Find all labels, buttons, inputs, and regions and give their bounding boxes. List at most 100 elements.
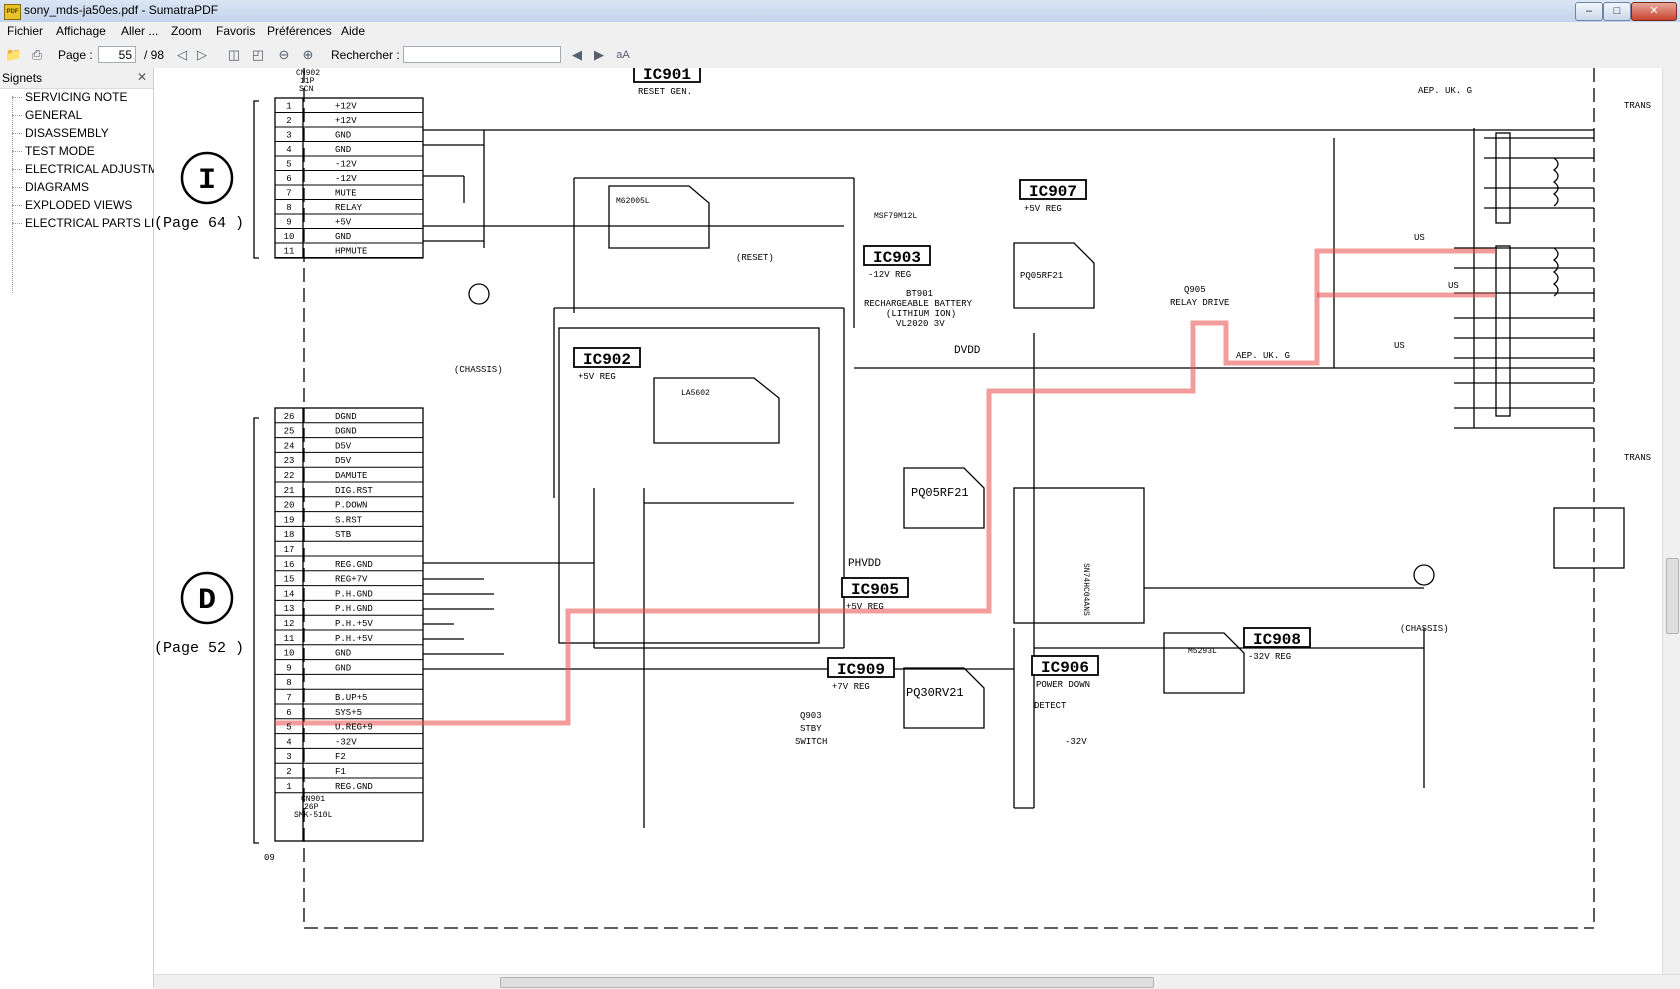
bookmark-test-mode[interactable]: TEST MODE [25,144,95,158]
aep-label-1: AEP. UK. G [1236,351,1290,361]
cn902-pin-label: -12V [335,174,357,184]
cn901-type: SMK-510L [294,811,333,820]
battery-desc-1: RECHARGEABLE BATTERY [864,299,973,309]
ic-title-box [827,657,895,678]
cn902-pin-label: +12V [335,116,357,126]
cn901-pin-number: 19 [284,515,295,525]
fit-width-icon[interactable]: ◰ [251,47,265,62]
us-label-3: US [1448,281,1459,291]
bookmark-disassembly[interactable]: DISASSEMBLY [25,126,109,140]
ic905-part: PQ05RF21 [911,486,969,500]
tree-branch [12,133,22,134]
sidebar-title: Signets [2,71,43,85]
maximize-button[interactable]: □ [1603,2,1631,21]
match-case-icon[interactable]: aA [616,49,630,61]
cn901-pin-label: GND [335,663,351,673]
cn901-pin-number: 23 [284,456,295,466]
cn901-pin-number: 7 [286,693,291,703]
cn901-pin-label: REG.GND [335,782,373,792]
menu-preferences[interactable]: Préférences [267,24,332,38]
ref-letter-d: D [198,584,216,618]
cn901-pin-number: 9 [286,663,291,673]
dvdd-label: DVDD [954,345,981,357]
menu-affichage[interactable]: Affichage [56,24,106,38]
menu-aide[interactable]: Aide [341,24,366,38]
ic902-part: LA5602 [681,389,710,398]
zoom-in-icon[interactable]: ⊕ [302,47,314,62]
ic-title-ic908: IC908 [1253,631,1301,649]
page-number-input[interactable] [98,46,136,63]
bookmark-diagrams[interactable]: DIAGRAMS [25,180,90,194]
title-bar: PDF sony_mds-ja50es.pdf - SumatraPDF – □… [0,0,1680,23]
ic907-part: PQ05RF21 [1020,271,1063,281]
find-prev-icon[interactable]: ◀ [572,47,582,62]
vertical-scrollbar[interactable] [1662,68,1680,974]
chassis-label-left: (CHASSIS) [454,365,503,375]
ic-title-ic905: IC905 [851,581,899,599]
us-label-2: US [1414,233,1425,243]
prev-page-icon[interactable]: ◁ [177,47,187,62]
fit-page-icon[interactable]: ◫ [227,47,241,62]
cn901-pin-number: 22 [284,471,295,481]
q903-label: Q903 [800,711,822,721]
document-viewer[interactable]: I D (Page 64 ) (Page 52 ) CN902 11P SCN … [154,68,1680,976]
bookmarks-sidebar: Signets ✕ SERVICING NOTE GENERAL DISASSE… [0,68,170,988]
bookmark-electrical-adjustment[interactable]: ELECTRICAL ADJUSTME [25,162,166,176]
ic-title-ic902: IC902 [583,351,631,369]
ic908-part: M5293L [1188,647,1217,656]
print-icon[interactable]: ⎙ [31,47,43,62]
bookmark-electrical-parts-list[interactable]: ELECTRICAL PARTS LIST [25,216,170,230]
highlighted-net [275,248,1496,726]
ic-title-ic906: IC906 [1041,659,1089,677]
menu-zoom[interactable]: Zoom [171,24,202,38]
horizontal-scroll-thumb[interactable] [500,977,1154,988]
tree-branch [12,169,22,170]
search-input[interactable] [403,46,561,63]
ic-title-box [863,245,931,266]
schematic-page: I D (Page 64 ) (Page 52 ) CN902 11P SCN … [154,68,1651,929]
minimize-button[interactable]: – [1575,2,1603,21]
zoom-out-icon[interactable]: ⊖ [278,47,290,62]
close-button[interactable]: ✕ [1631,2,1677,21]
cn901-pin-number: 21 [284,486,295,496]
chassis-label-right: (CHASSIS) [1400,624,1449,634]
ic-title-ic907: IC907 [1029,183,1077,201]
bookmark-servicing-note[interactable]: SERVICING NOTE [25,90,128,104]
ic904-part: SN74HC04ANS [1081,563,1090,616]
vertical-scroll-thumb[interactable] [1666,558,1679,634]
close-sidebar-icon[interactable]: ✕ [137,70,148,84]
cn901-pin-number: 6 [286,708,291,718]
find-next-icon[interactable]: ▶ [594,47,604,62]
cn901-sub: 26P [304,803,319,812]
neg32-label: -32V [1065,737,1087,747]
ic-title-ic903: IC903 [873,249,921,267]
next-page-icon[interactable]: ▷ [197,47,207,62]
cn901-pin-number: 10 [284,649,295,659]
us-label-1: US [1394,341,1405,351]
switch-label: SWITCH [795,737,827,747]
menu-aller[interactable]: Aller ... [121,24,159,38]
bookmark-exploded-views[interactable]: EXPLODED VIEWS [25,198,133,212]
menu-favoris[interactable]: Favoris [216,24,256,38]
window-title: sony_mds-ja50es.pdf - SumatraPDF [24,3,219,17]
aep-label-2: AEP. UK. G [1418,86,1472,96]
ic901-part: M62005L [616,197,650,206]
cn901-pin-number: 20 [284,501,295,511]
bookmark-general[interactable]: GENERAL [25,108,83,122]
cn901-pin-number: 3 [286,752,291,762]
ic-title-ic901: IC901 [643,68,691,84]
open-folder-icon[interactable]: 📁 [5,47,23,62]
cn902-pin-label: +5V [335,218,352,228]
cn902-name: CN902 [296,69,320,78]
ic-desc-ic908: -32V REG [1248,652,1291,662]
tree-branch [12,187,22,188]
ic-desc-ic902: +5V REG [578,372,616,382]
horizontal-scrollbar[interactable] [154,974,1680,989]
menu-fichier[interactable]: Fichier [7,24,44,38]
cn901-pin-number: 26 [284,412,295,422]
pdf-app-icon: PDF [4,4,21,20]
page-total: / 98 [144,48,165,62]
search-label: Rechercher : [331,48,400,62]
